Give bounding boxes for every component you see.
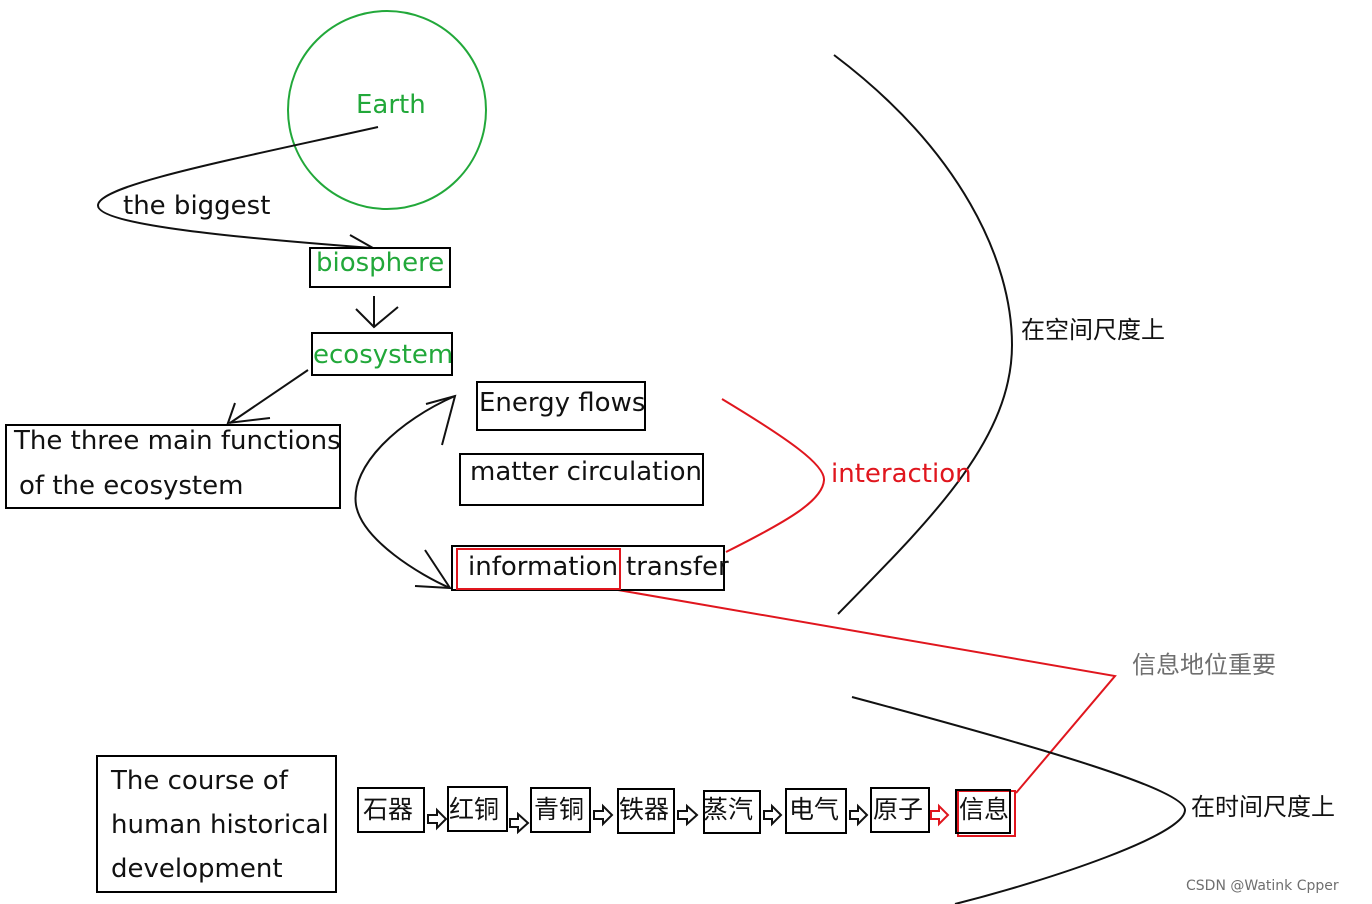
- ecosystem-label: ecosystem: [313, 340, 454, 370]
- interaction-label: interaction: [831, 459, 972, 489]
- information-arrowhead: [414, 549, 452, 590]
- three-functions-line2: of the ecosystem: [19, 471, 244, 501]
- history-line1: The course of: [111, 766, 288, 796]
- history-line2: human historical: [111, 810, 329, 840]
- matter-circulation-label: matter circulation: [470, 457, 702, 487]
- history-box: [96, 755, 337, 893]
- stage-arrow-5: [763, 803, 783, 827]
- watermark: CSDN @Watink Cpper: [1186, 878, 1339, 894]
- spatial-scale-arc: [833, 54, 1014, 615]
- stage-arrow-2: [509, 811, 530, 835]
- earth-to-biosphere-arrow: [96, 126, 379, 249]
- temporal-scale-label: 在时间尺度上: [1191, 793, 1335, 821]
- stage-label: 青铜: [534, 795, 585, 824]
- temporal-scale-arc: [851, 696, 1187, 904]
- stage-box: [703, 790, 761, 834]
- three-functions-line1: The three main functions: [14, 426, 341, 456]
- stage-arrow-4: [677, 803, 699, 827]
- info-importance-label: 信息地位重要: [1132, 651, 1276, 679]
- stage-arrow-6: [849, 803, 869, 827]
- three-functions-box: [5, 424, 341, 509]
- biosphere-box: [309, 247, 451, 288]
- stage-label: 红铜: [449, 795, 500, 824]
- stage-arrows: [427, 803, 950, 835]
- stage-arrow-3: [593, 803, 614, 827]
- stage-label: 电气: [789, 795, 840, 824]
- stage-box: [357, 787, 425, 833]
- stage-label: 蒸汽: [703, 795, 754, 824]
- energy-arrowhead: [425, 394, 457, 446]
- stage-arrow-7: [930, 803, 950, 827]
- stage-box-information: [957, 790, 1016, 837]
- stage-box: [785, 788, 847, 834]
- ecosystem-to-functions-arrowhead: [226, 402, 271, 425]
- the-biggest-label: the biggest: [123, 191, 271, 221]
- spatial-scale-label: 在空间尺度上: [1021, 316, 1165, 344]
- information-highlight-box: [456, 548, 621, 590]
- history-line3: development: [111, 854, 283, 884]
- biosphere-to-ecosystem-arrowhead: [355, 306, 399, 329]
- stage-box: [617, 788, 675, 834]
- stage-box: [530, 787, 591, 833]
- earth-label: Earth: [356, 90, 426, 120]
- energy-flows-box: [476, 381, 646, 431]
- stage-arrow-1: [427, 807, 448, 831]
- stage-label: 石器: [363, 795, 414, 824]
- stage-label-information: 信息: [959, 795, 1010, 824]
- ecosystem-to-functions-line: [229, 369, 309, 424]
- energy-flows-label: Energy flows: [479, 388, 646, 418]
- matter-circulation-box: [459, 453, 704, 506]
- earth-circle: [287, 10, 487, 210]
- transfer-label: transfer: [626, 552, 729, 582]
- stage-label: 原子: [873, 795, 924, 824]
- stage-box: [447, 786, 508, 832]
- information-transfer-box: [451, 545, 725, 591]
- ecosystem-box: [311, 332, 453, 376]
- interaction-arc: [721, 398, 826, 553]
- stage-box: [870, 787, 930, 833]
- stage-box-information-inner: [955, 789, 1011, 834]
- stage-label: 铁器: [619, 795, 670, 824]
- biosphere-label: biosphere: [316, 248, 445, 278]
- information-importance-line: [617, 589, 1117, 794]
- information-label: information: [468, 552, 619, 582]
- energy-information-arc: [354, 395, 456, 589]
